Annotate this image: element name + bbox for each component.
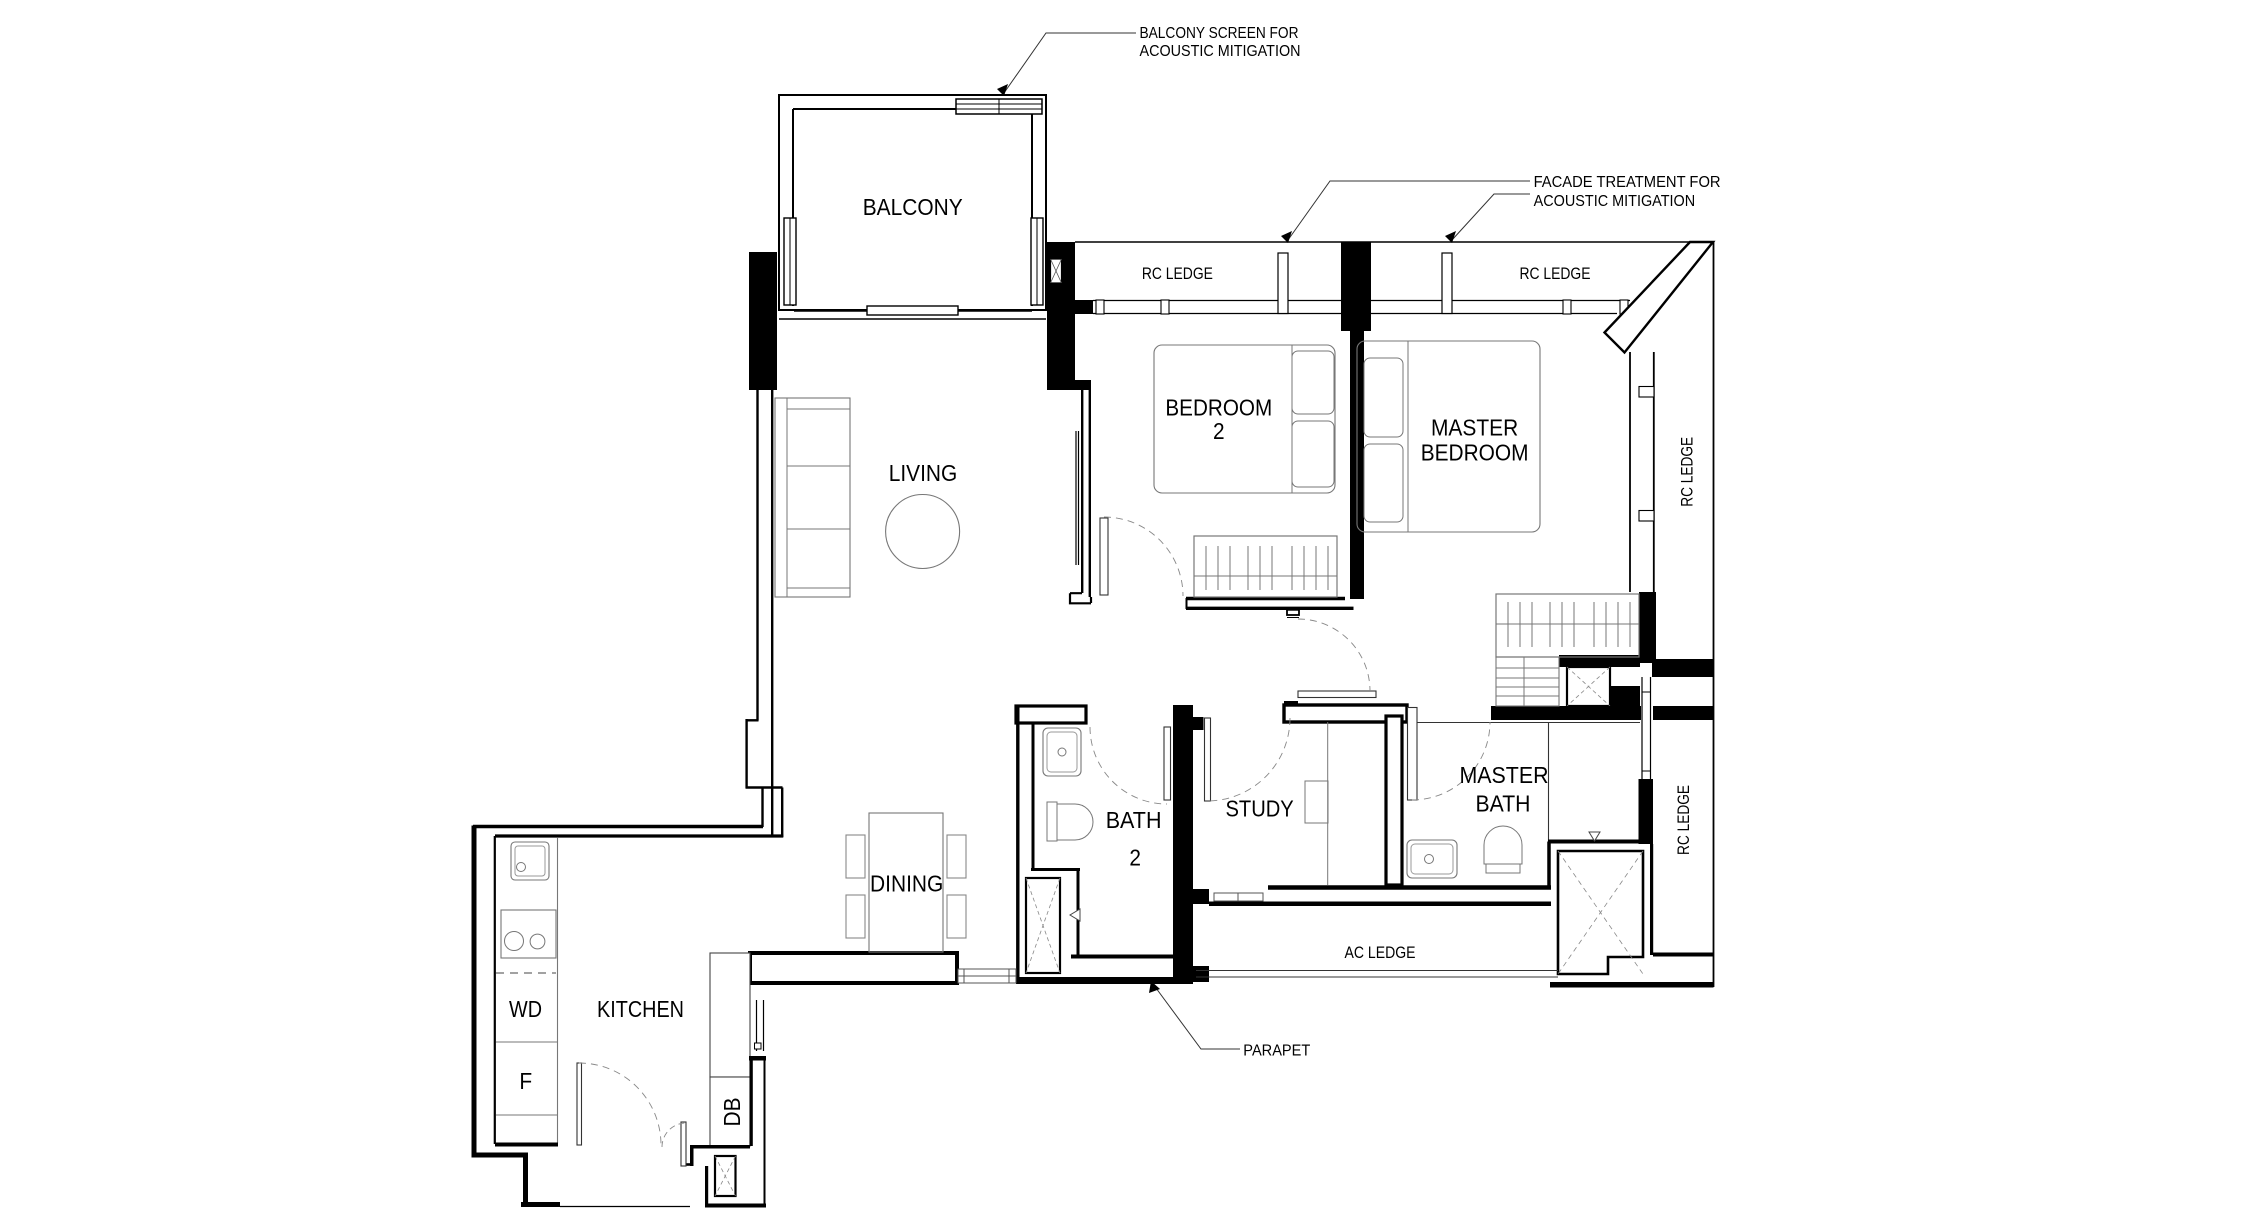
svg-text:ACOUSTIC MITIGATION: ACOUSTIC MITIGATION xyxy=(1534,193,1696,210)
svg-text:RC LEDGE: RC LEDGE xyxy=(1520,264,1591,283)
svg-text:DINING: DINING xyxy=(870,871,943,897)
svg-text:MASTER: MASTER xyxy=(1460,762,1549,788)
svg-text:2: 2 xyxy=(1129,844,1141,870)
svg-text:AC LEDGE: AC LEDGE xyxy=(1345,943,1416,962)
svg-text:RC LEDGE: RC LEDGE xyxy=(1678,437,1697,507)
svg-text:RC LEDGE: RC LEDGE xyxy=(1142,264,1213,283)
svg-text:ACOUSTIC MITIGATION: ACOUSTIC MITIGATION xyxy=(1140,43,1301,60)
svg-text:RC LEDGE: RC LEDGE xyxy=(1674,785,1693,855)
svg-text:BEDROOM: BEDROOM xyxy=(1165,394,1272,420)
svg-text:BATH: BATH xyxy=(1476,791,1531,817)
svg-text:BEDROOM: BEDROOM xyxy=(1421,440,1529,466)
svg-text:BALCONY: BALCONY xyxy=(863,194,963,220)
svg-text:F: F xyxy=(519,1068,532,1094)
svg-text:BATH: BATH xyxy=(1106,807,1162,833)
svg-text:MASTER: MASTER xyxy=(1431,415,1518,441)
svg-text:PARAPET: PARAPET xyxy=(1243,1043,1310,1060)
svg-text:LIVING: LIVING xyxy=(889,460,958,486)
svg-text:DB: DB xyxy=(719,1098,745,1127)
svg-text:2: 2 xyxy=(1213,418,1225,444)
svg-text:WD: WD xyxy=(509,996,542,1022)
svg-text:BALCONY SCREEN FOR: BALCONY SCREEN FOR xyxy=(1140,25,1299,42)
svg-text:FACADE TREATMENT FOR: FACADE TREATMENT FOR xyxy=(1534,174,1721,191)
svg-text:KITCHEN: KITCHEN xyxy=(597,996,684,1022)
svg-text:STUDY: STUDY xyxy=(1225,796,1293,822)
